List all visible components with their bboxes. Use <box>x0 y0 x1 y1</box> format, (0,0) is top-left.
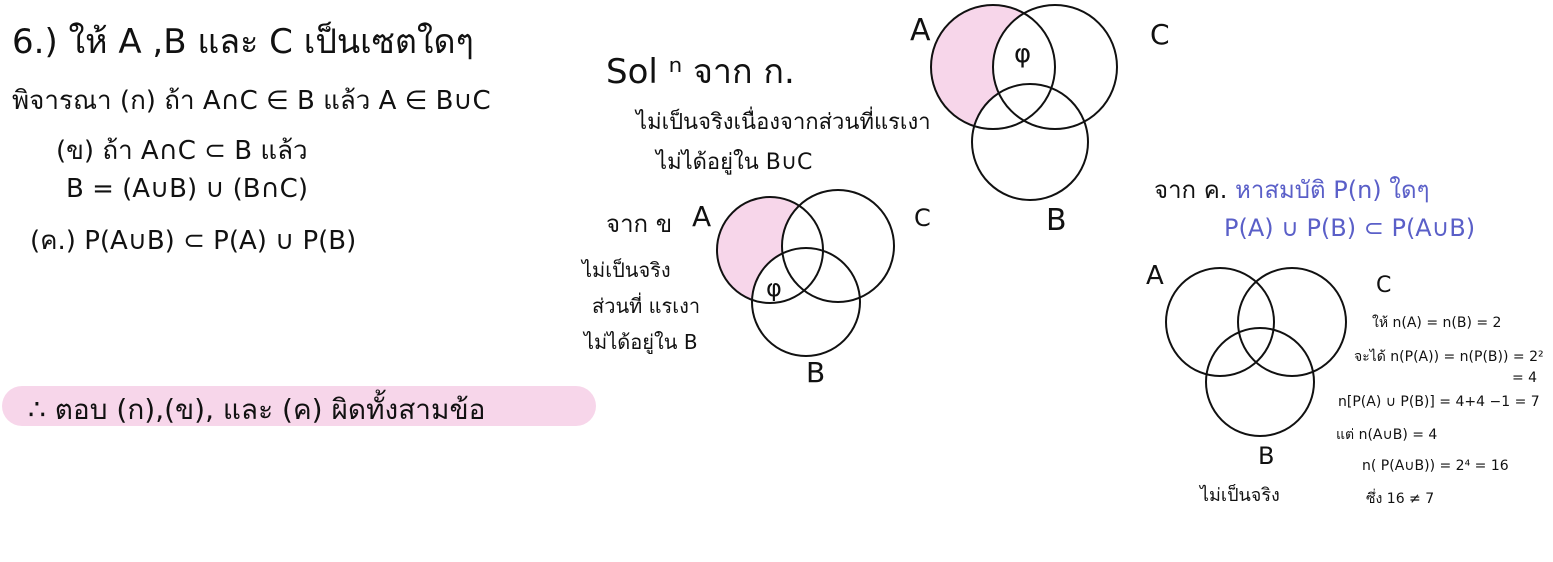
venn-b-label-a: A <box>692 200 711 233</box>
venn-b-circle-c <box>781 189 895 303</box>
venn-a-circle-a <box>930 4 1056 130</box>
solution-c-header-blue: หาสมบัติ P(n) ใดๆ <box>1235 176 1430 204</box>
answer-text: ∴ ตอบ (ก),(ข), และ (ค) ผิดทั้งสามข้อ <box>28 393 486 426</box>
venn-a-label-a: A <box>910 13 931 48</box>
venn-diagram-c: A C B <box>1146 261 1391 470</box>
solution-c-header-black: จาก ค. <box>1154 176 1228 204</box>
solution-a-header: Sol ⁿ จาก ก. <box>606 52 795 92</box>
solution-c-step-2: จะได้ n(P(A)) = n(P(B)) = 2² <box>1354 349 1544 365</box>
question-line-2: (ข) ถ้า A∩C ⊂ B แล้ว <box>56 136 308 166</box>
venn-c-label-c: C <box>1376 273 1391 298</box>
venn-b-label-c: C <box>914 204 931 232</box>
answer-highlight <box>2 386 596 426</box>
solution-c-formula: P(A) ∪ P(B) ⊂ P(A∪B) <box>1224 214 1476 242</box>
venn-b-label-b: B <box>806 356 825 389</box>
solution-c-step-3: = 4 <box>1512 370 1538 386</box>
venn-c-circle-b <box>1205 327 1315 437</box>
venn-a-circle-c <box>992 4 1118 130</box>
solution-c-step-7: ซึ่ง 16 ≠ 7 <box>1366 491 1435 507</box>
solution-c-step-4: n[P(A) ∪ P(B)] = 4+4 −1 = 7 <box>1338 394 1540 410</box>
venn-diagram-b: A C B φ <box>692 189 931 389</box>
solution-c-step-6: n( P(A∪B)) = 2⁴ = 16 <box>1362 458 1509 474</box>
question-title: 6.) ให้ A ,B และ C เป็นเซตใดๆ <box>12 22 474 62</box>
solution-c-step-1: ให้ n(A) = n(B) = 2 <box>1372 315 1502 331</box>
solution-b-line-2: ส่วนที่ แรเงา <box>592 294 701 318</box>
solution-c-header: จาก ค. หาสมบัติ P(n) ใดๆ <box>1154 170 1429 209</box>
venn-c-circle-c <box>1237 267 1347 377</box>
venn-c-circle-a <box>1165 267 1275 377</box>
venn-b-empty-symbol: φ <box>766 274 782 302</box>
solution-b-line-3: ไม่ได้อยู่ใน B <box>584 330 698 354</box>
venn-a-label-b: B <box>1046 203 1067 238</box>
solution-a-line-1: ไม่เป็นจริงเนื่องจากส่วนที่แรเงา <box>636 110 931 135</box>
solution-c-step-5: แต่ n(A∪B) = 4 <box>1336 427 1438 443</box>
venn-b-circle-b <box>751 247 861 357</box>
venn-c-label-a: A <box>1146 261 1164 291</box>
question-line-3: B = (A∪B) ∪ (B∩C) <box>66 174 308 204</box>
venn-a-empty-symbol: φ <box>1014 39 1031 69</box>
venn-a-circle-b <box>971 83 1089 201</box>
solution-b-line-1: ไม่เป็นจริง <box>582 258 671 282</box>
question-line-4: (ค.) P(A∪B) ⊂ P(A) ∪ P(B) <box>30 226 357 256</box>
solution-a-line-2: ไม่ได้อยู่ใน B∪C <box>656 150 813 175</box>
venn-a-label-c: C <box>1150 18 1170 51</box>
venn-c-label-b: B <box>1258 442 1274 470</box>
solution-c-verdict: ไม่เป็นจริง <box>1200 485 1280 506</box>
solution-b-header: จาก ข <box>606 210 673 238</box>
venn-diagram-a: A C B φ <box>910 4 1170 238</box>
question-line-1: พิจารณา (ก) ถ้า A∩C ∈ B แล้ว A ∈ B∪C <box>12 86 491 116</box>
